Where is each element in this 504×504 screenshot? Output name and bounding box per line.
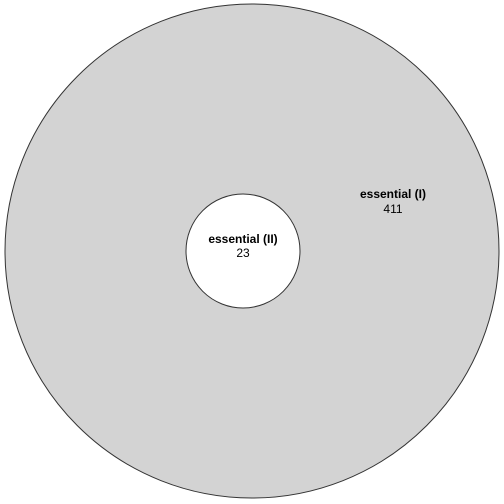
set-count-essential-ii: 23 [236,246,250,260]
set-label-essential-ii: essential (II) [208,232,277,246]
set-circle-essential-ii [185,193,301,309]
set-count-essential-i: 411 [383,202,402,216]
set-label-essential-i: essential (I) [360,187,426,201]
